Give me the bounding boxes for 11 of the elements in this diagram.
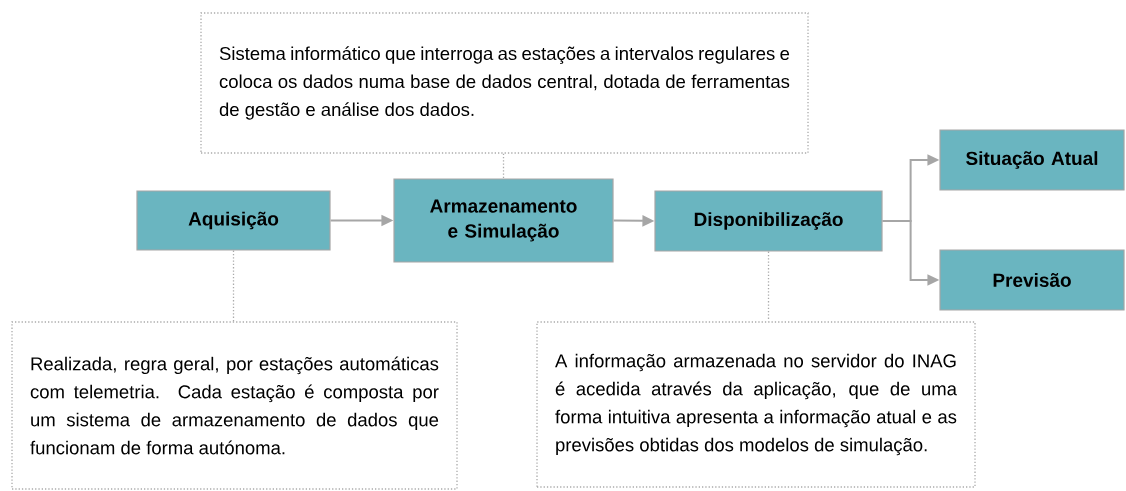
- leader-line: [232, 249, 235, 322]
- leader-line: [502, 153, 505, 180]
- process-box: Situação Atual: [939, 129, 1125, 191]
- process-box: Aquisição: [136, 190, 331, 251]
- note-box: Realizada, regra geral, por estações automáticas com telemetria. Cada estação é composta por um sistema de armazenamento de dados que funcionam de forma autónoma.: [11, 321, 458, 490]
- process-box: Previsão: [939, 249, 1125, 311]
- note-box: Sistema informático que interroga as estações a intervalos regulares e coloca os dados numa base de dados central, dotada de ferramentas de gestão e análise dos dados.: [200, 12, 809, 154]
- note-box: A informação armazenada no servidor do INAG é acedida através da aplicação, que de uma forma intuitiva apresenta a informação atual e as previsões obtidas dos modelos de simulação.: [536, 321, 976, 488]
- leader-line: [767, 250, 770, 322]
- process-box: Disponibilização: [654, 190, 883, 252]
- process-box: Armazenamento e Simulação: [393, 178, 614, 263]
